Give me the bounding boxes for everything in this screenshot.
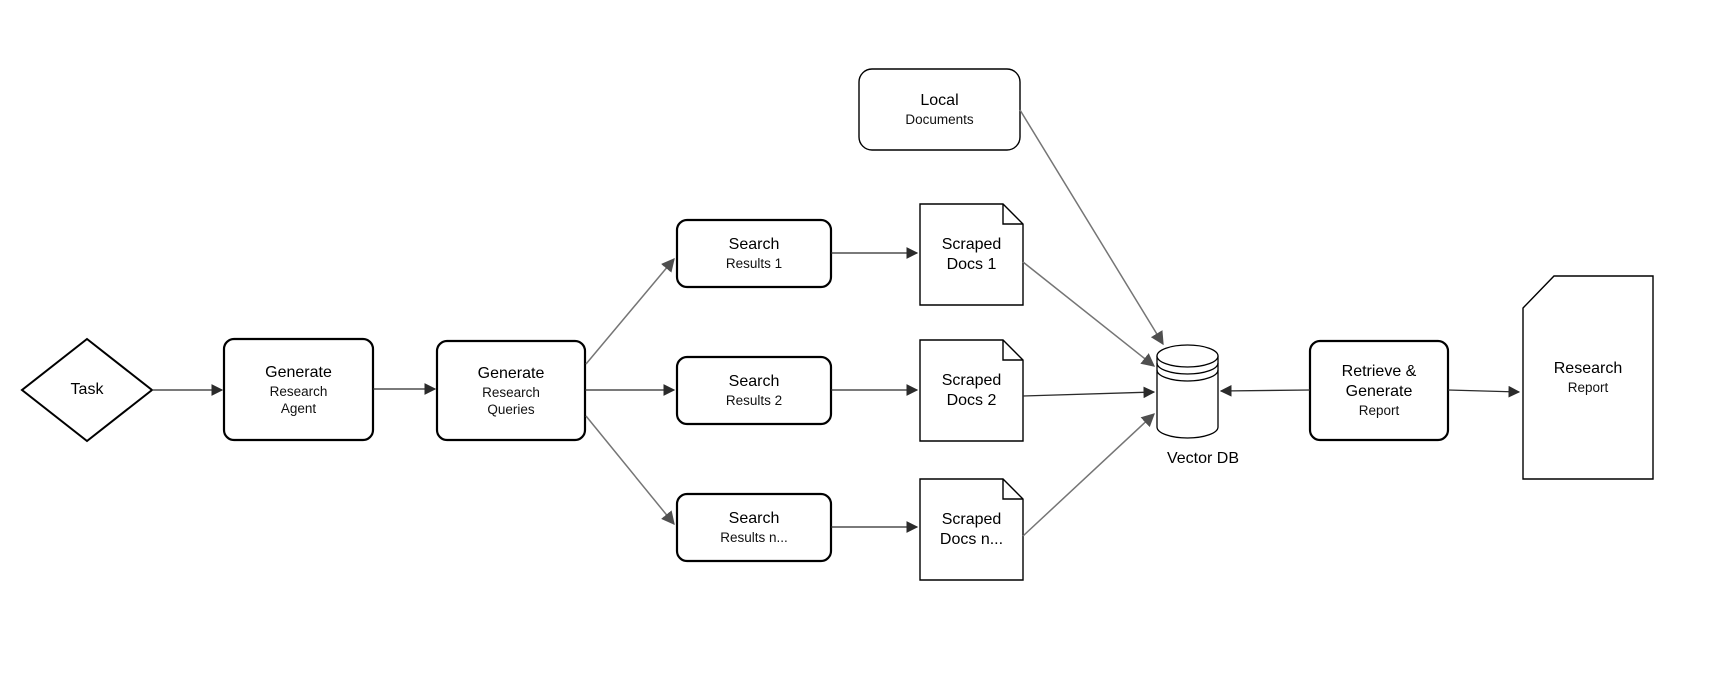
vector-db-top — [1156, 344, 1219, 368]
scraped-docs-n-fold — [1002, 479, 1023, 500]
scraped-docs-1-shape — [919, 203, 1024, 306]
vector-db-body — [1156, 356, 1219, 439]
scraped-docs-1-fold — [1002, 204, 1023, 225]
edge-retrieve-to-research-report — [1447, 385, 1521, 398]
search-results-n-shape — [675, 492, 833, 563]
local-documents-shape — [858, 68, 1021, 151]
task-diamond-shape — [20, 337, 154, 443]
edge-queries-to-search-n — [585, 415, 675, 526]
research-report-shape — [1522, 275, 1654, 480]
scraped-docs-2-fold — [1002, 340, 1023, 361]
scraped-docs-n-shape — [919, 478, 1024, 581]
edge-retrieve-to-vector-db — [1219, 385, 1311, 397]
vector-db-ring-2 — [1156, 369, 1219, 382]
generate-research-agent-shape — [222, 337, 375, 442]
retrieve-generate-report-shape — [1308, 339, 1450, 442]
generate-research-queries-shape — [435, 339, 587, 442]
edge-docs-n-to-vector-db — [1022, 413, 1155, 537]
edge-queries-to-search-1 — [585, 257, 675, 365]
scraped-docs-2-shape — [919, 339, 1024, 442]
edge-docs-1-to-vector-db — [1022, 261, 1156, 367]
edge-local-documents-to-vector-db — [1019, 109, 1164, 346]
search-results-1-shape — [675, 218, 833, 289]
vector-db-ring-1 — [1156, 362, 1219, 375]
search-results-2-shape — [675, 355, 833, 426]
edge-docs-2-to-vector-db — [1022, 386, 1156, 399]
